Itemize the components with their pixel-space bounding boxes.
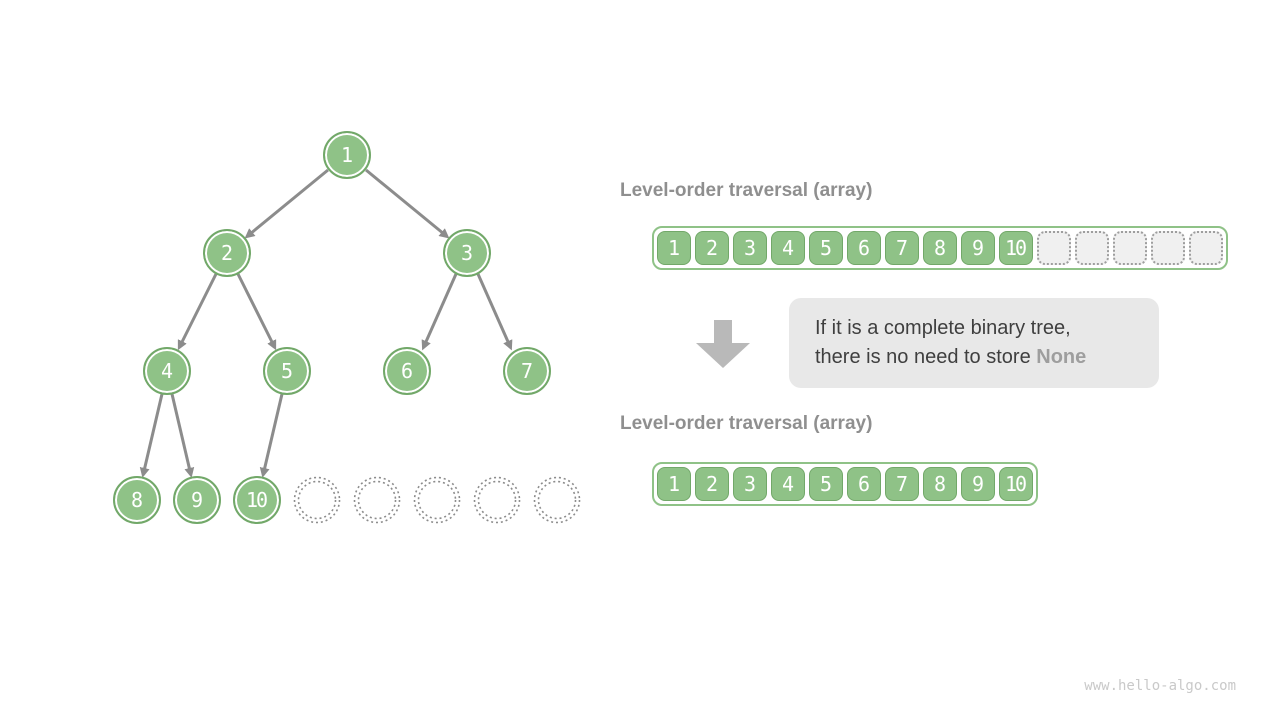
array-cell: 6	[847, 231, 881, 265]
tree-node: 2	[203, 229, 251, 277]
tree-edge-2-5	[236, 273, 277, 351]
tree-edge-3-7	[476, 273, 513, 351]
down-arrow-stem	[714, 320, 732, 343]
tree-node: 3	[443, 229, 491, 277]
tree-edge-3-6	[421, 273, 458, 351]
tree-node: 4	[143, 347, 191, 395]
array-cell: 5	[809, 467, 843, 501]
tree-edges-layer	[139, 168, 581, 524]
array-cell: 1	[657, 231, 691, 265]
tree-node: 1	[323, 131, 371, 179]
array-cell-empty	[1189, 231, 1223, 265]
watermark: www.hello-algo.com	[1084, 678, 1236, 694]
array-cell: 6	[847, 467, 881, 501]
tree-node: 5	[263, 347, 311, 395]
tree-node: 8	[113, 476, 161, 524]
down-arrow-icon	[696, 320, 750, 368]
array-cell: 7	[885, 467, 919, 501]
array-cell: 8	[923, 231, 957, 265]
tree-edge-5-10	[259, 393, 284, 478]
empty-node-circle	[413, 476, 461, 524]
array-cell-empty	[1075, 231, 1109, 265]
callout-line1: If it is a complete binary tree,	[815, 317, 1071, 339]
empty-node-circle	[353, 476, 401, 524]
array-title-bottom: Level-order traversal (array)	[620, 413, 873, 434]
array-cell: 5	[809, 231, 843, 265]
array-title-top: Level-order traversal (array)	[620, 180, 873, 201]
empty-tree-slots	[293, 476, 581, 524]
array-cell: 8	[923, 467, 957, 501]
tree-node: 7	[503, 347, 551, 395]
callout-box: If it is a complete binary tree, there i…	[789, 298, 1159, 388]
callout-highlight-none: None	[1036, 346, 1087, 368]
empty-node-circle	[293, 476, 341, 524]
array-cell: 1	[657, 467, 691, 501]
tree-edge-1-3	[365, 168, 450, 239]
empty-node-circle	[473, 476, 521, 524]
array-cell: 7	[885, 231, 919, 265]
tree-edge-1-2	[244, 168, 329, 239]
array-cell: 4	[771, 467, 805, 501]
callout-line2: there is no need to store	[815, 346, 1037, 368]
empty-node-circle	[533, 476, 581, 524]
array-cell-empty	[1113, 231, 1147, 265]
tree-node: 10	[233, 476, 281, 524]
down-arrow-head	[696, 343, 750, 368]
tree-edge-4-9	[170, 393, 195, 478]
array-cell: 10	[999, 467, 1033, 501]
array-cell-empty	[1151, 231, 1185, 265]
tree-edge-2-4	[177, 273, 218, 351]
array-cell: 4	[771, 231, 805, 265]
array-cell: 9	[961, 231, 995, 265]
tree-edge-4-8	[139, 393, 164, 478]
array-cell: 2	[695, 231, 729, 265]
array-cell: 3	[733, 467, 767, 501]
array-cell-empty	[1037, 231, 1071, 265]
tree-node: 9	[173, 476, 221, 524]
array-cell: 9	[961, 467, 995, 501]
array-cell: 3	[733, 231, 767, 265]
array-cell: 10	[999, 231, 1033, 265]
array-cell: 2	[695, 467, 729, 501]
tree-node: 6	[383, 347, 431, 395]
